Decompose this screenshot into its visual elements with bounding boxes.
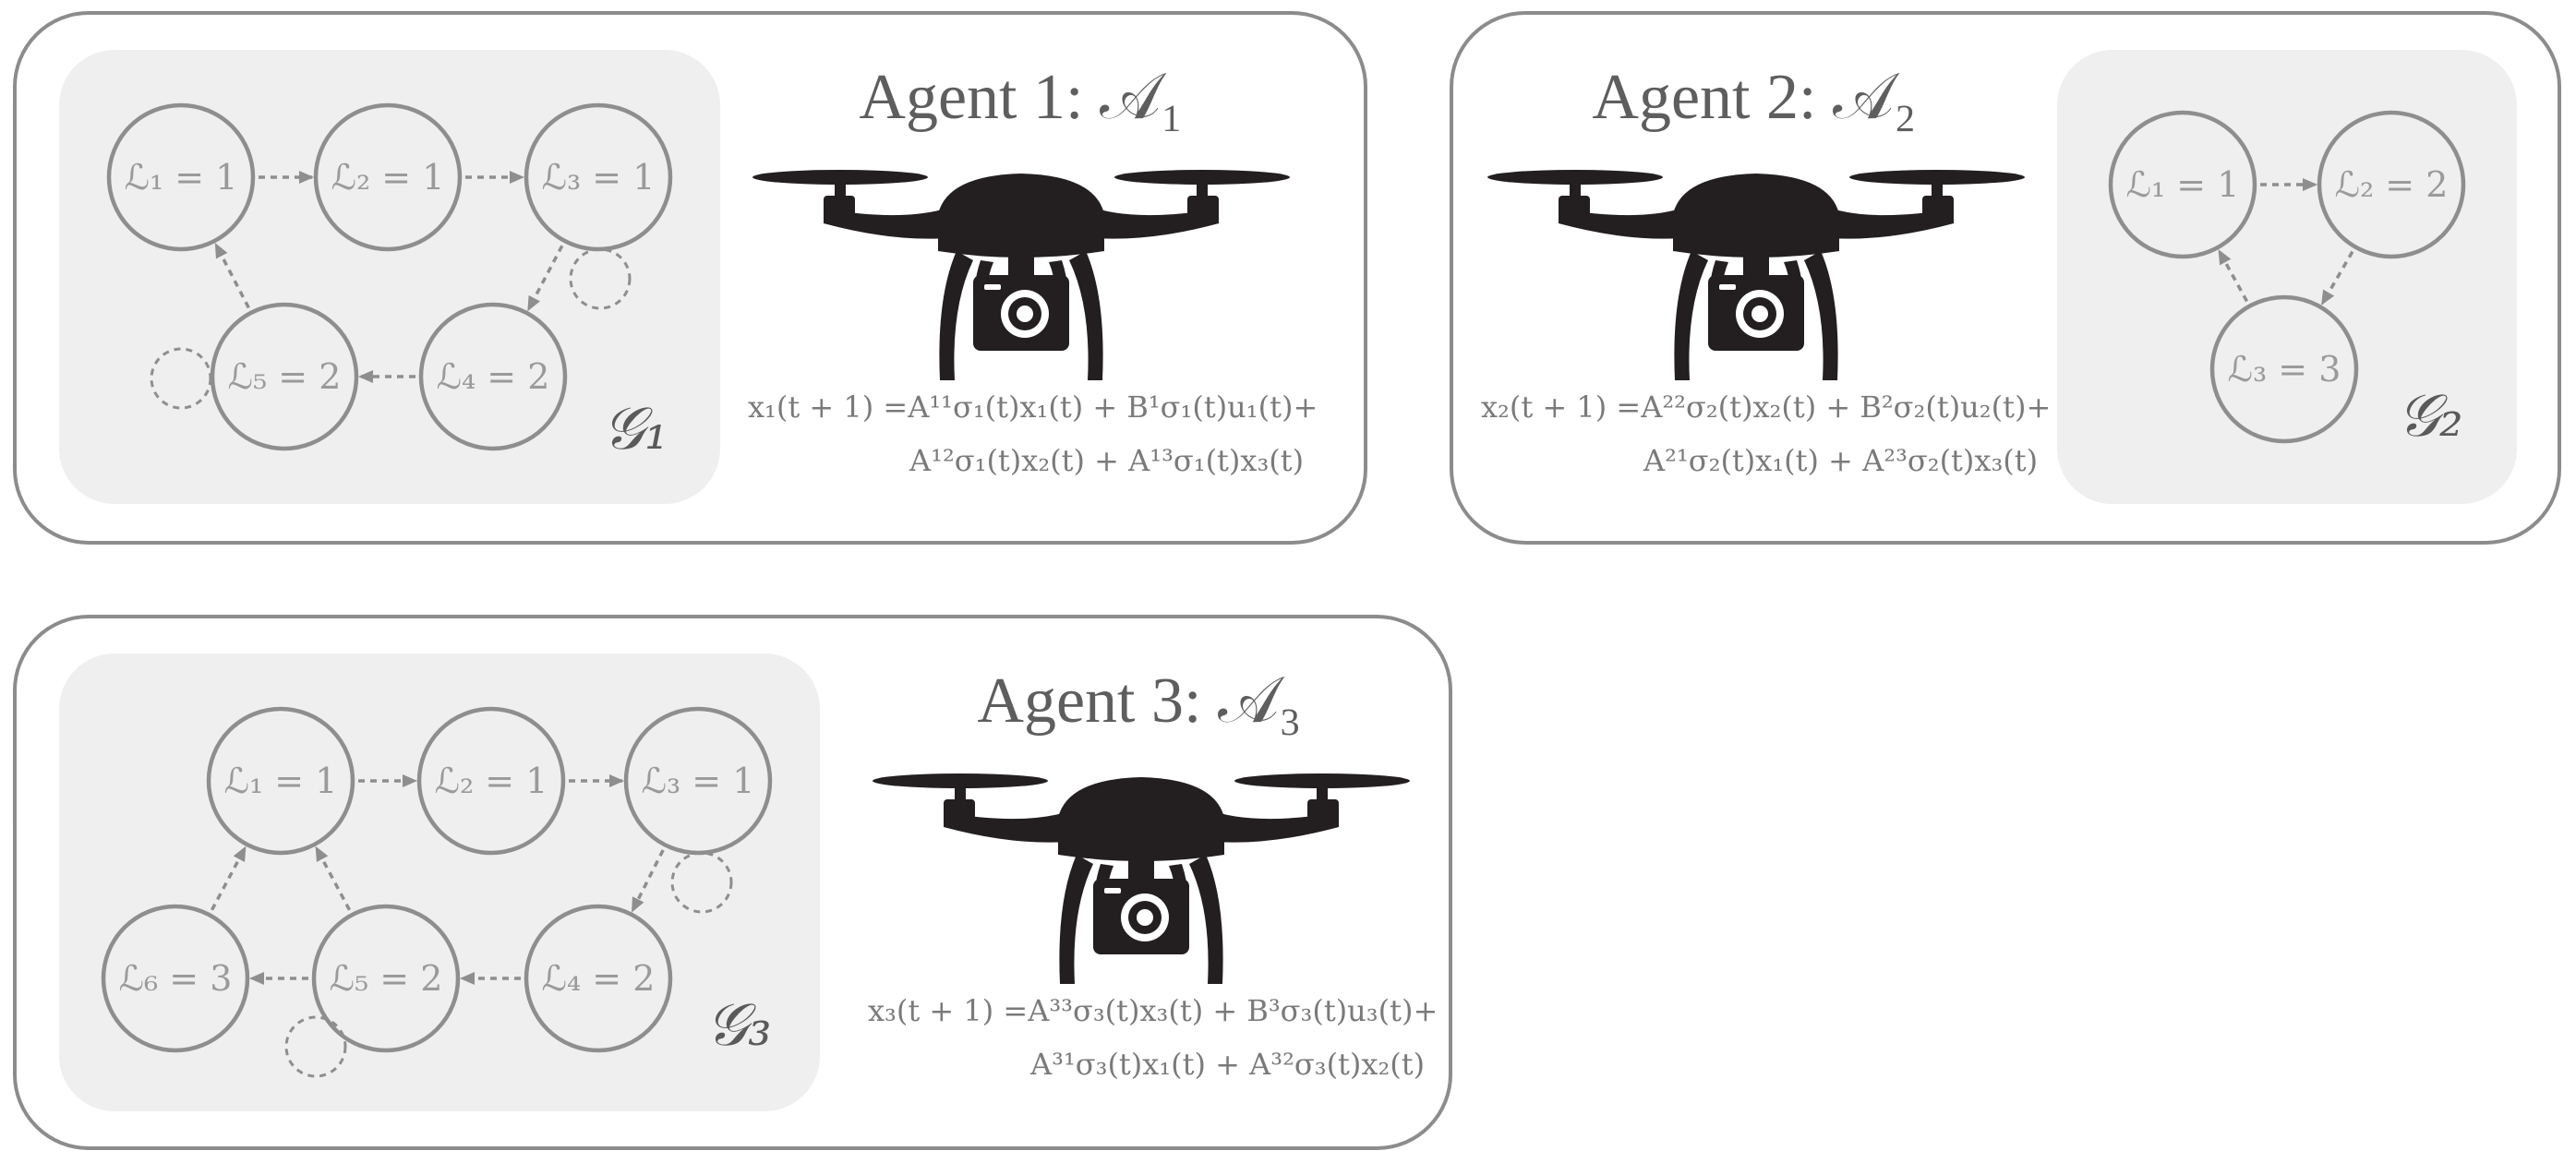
agent-1-panel: Agent 1: 𝒜₁ 𝒢₁ x₁(t + 1) =A¹¹σ₁(t)x₁(t) … xyxy=(13,11,1367,545)
graph-node-n3 xyxy=(2209,294,2359,444)
graph-node-n1 xyxy=(206,706,355,856)
graph-2-background xyxy=(2057,50,2517,504)
drone-icon xyxy=(752,170,1290,380)
graph-node-n3 xyxy=(623,706,773,856)
graph-node-n6 xyxy=(101,904,250,1053)
edge-n3-n4 xyxy=(526,245,564,312)
graph-node-n1 xyxy=(106,102,256,252)
agent-3-equation-line2: A³¹σ₃(t)x₁(t) + A³²σ₃(t)x₂(t) xyxy=(1029,1047,1425,1082)
graph-3-background xyxy=(59,653,820,1111)
graph-node-label: ℒ₃ = 1 xyxy=(542,157,656,198)
graph-node-n2 xyxy=(313,102,463,252)
graph-3: ℒ₁ = 1 ℒ₂ = 1 ℒ₃ = 1 ℒ₄ = 2 ℒ₅ = 2 ℒ₆ = 3 xyxy=(101,706,773,1078)
graph-node-n4 xyxy=(418,302,568,451)
graph-2: ℒ₁ = 1 ℒ₂ = 2 ℒ₃ = 3 xyxy=(2108,110,2466,444)
graph-node-label: ℒ₁ = 1 xyxy=(2126,164,2240,205)
agent-2-title: Agent 2: 𝒜₂ xyxy=(1592,62,1916,133)
graph-node-label: ℒ₅ = 2 xyxy=(228,356,342,397)
edge-n3-n1 xyxy=(2217,249,2249,303)
graph-1-background xyxy=(59,50,720,504)
agent-3-frame xyxy=(13,615,1452,1150)
graph-node-label: ℒ₂ = 2 xyxy=(2335,164,2449,205)
graph-node-label: ℒ₂ = 1 xyxy=(331,157,445,198)
edge-n2-n3 xyxy=(2320,250,2354,306)
agent-1-equation-line1: x₁(t + 1) =A¹¹σ₁(t)x₁(t) + B¹σ₁(t)u₁(t)+ xyxy=(748,390,1318,425)
self-loop-n5 xyxy=(284,1015,347,1078)
agent-1-title: Agent 1: 𝒜₁ xyxy=(859,62,1183,133)
graph-node-label: ℒ₅ = 2 xyxy=(330,958,443,999)
agent-2-equation-line2: A²¹σ₂(t)x₁(t) + A²³σ₂(t)x₃(t) xyxy=(1643,443,2038,478)
graph-3-label: 𝒢₃ xyxy=(705,991,771,1060)
graph-node-n1 xyxy=(2108,110,2257,259)
agent-3-title: Agent 3: 𝒜₃ xyxy=(977,665,1301,737)
graph-node-n2 xyxy=(416,706,566,856)
agent-2-panel: Agent 2: 𝒜₂ 𝒢₂ x₂(t + 1) =A²²σ₂(t)x₂(t) … xyxy=(1450,11,2561,545)
graph-node-n5 xyxy=(210,302,359,451)
agent-1-equation-line2: A¹²σ₁(t)x₂(t) + A¹³σ₁(t)x₃(t) xyxy=(909,443,1304,478)
graph-node-n4 xyxy=(524,904,673,1053)
graph-node-label: ℒ₁ = 1 xyxy=(125,157,238,198)
graph-node-label: ℒ₆ = 3 xyxy=(119,958,233,999)
drone-icon xyxy=(873,773,1410,984)
self-loop-n3 xyxy=(569,247,632,310)
graph-node-n2 xyxy=(2317,110,2466,259)
graph-node-n3 xyxy=(524,102,673,252)
graph-1: ℒ₁ = 1 ℒ₂ = 1 ℒ₃ = 1 ℒ₄ = 2 ℒ₅ = 2 xyxy=(106,102,673,451)
agent-2-equation-line1: x₂(t + 1) =A²²σ₂(t)x₂(t) + B²σ₂(t)u₂(t)+ xyxy=(1481,390,2051,425)
graph-node-label: ℒ₃ = 3 xyxy=(2228,349,2341,390)
agent-2-frame xyxy=(1450,11,2561,545)
self-loop-n3 xyxy=(670,851,733,914)
agent-1-frame xyxy=(13,11,1367,545)
drone-icon xyxy=(1487,170,2025,380)
graph-1-label: 𝒢₁ xyxy=(602,395,668,463)
graph-node-label: ℒ₂ = 1 xyxy=(435,761,548,801)
graph-node-label: ℒ₄ = 2 xyxy=(437,356,550,397)
agent-3-panel: Agent 3: 𝒜₃ 𝒢₃ x₃(t + 1) =A³³σ₃(t)x₃(t) … xyxy=(13,615,1452,1150)
graph-node-label: ℒ₃ = 1 xyxy=(642,761,755,801)
graph-node-label: ℒ₄ = 2 xyxy=(542,958,656,999)
agent-3-equation-line1: x₃(t + 1) =A³³σ₃(t)x₃(t) + B³σ₃(t)u₃(t)+ xyxy=(868,993,1438,1028)
graph-node-label: ℒ₁ = 1 xyxy=(224,761,338,801)
graph-node-n5 xyxy=(311,904,461,1053)
graph-2-label: 𝒢₂ xyxy=(2397,382,2462,450)
